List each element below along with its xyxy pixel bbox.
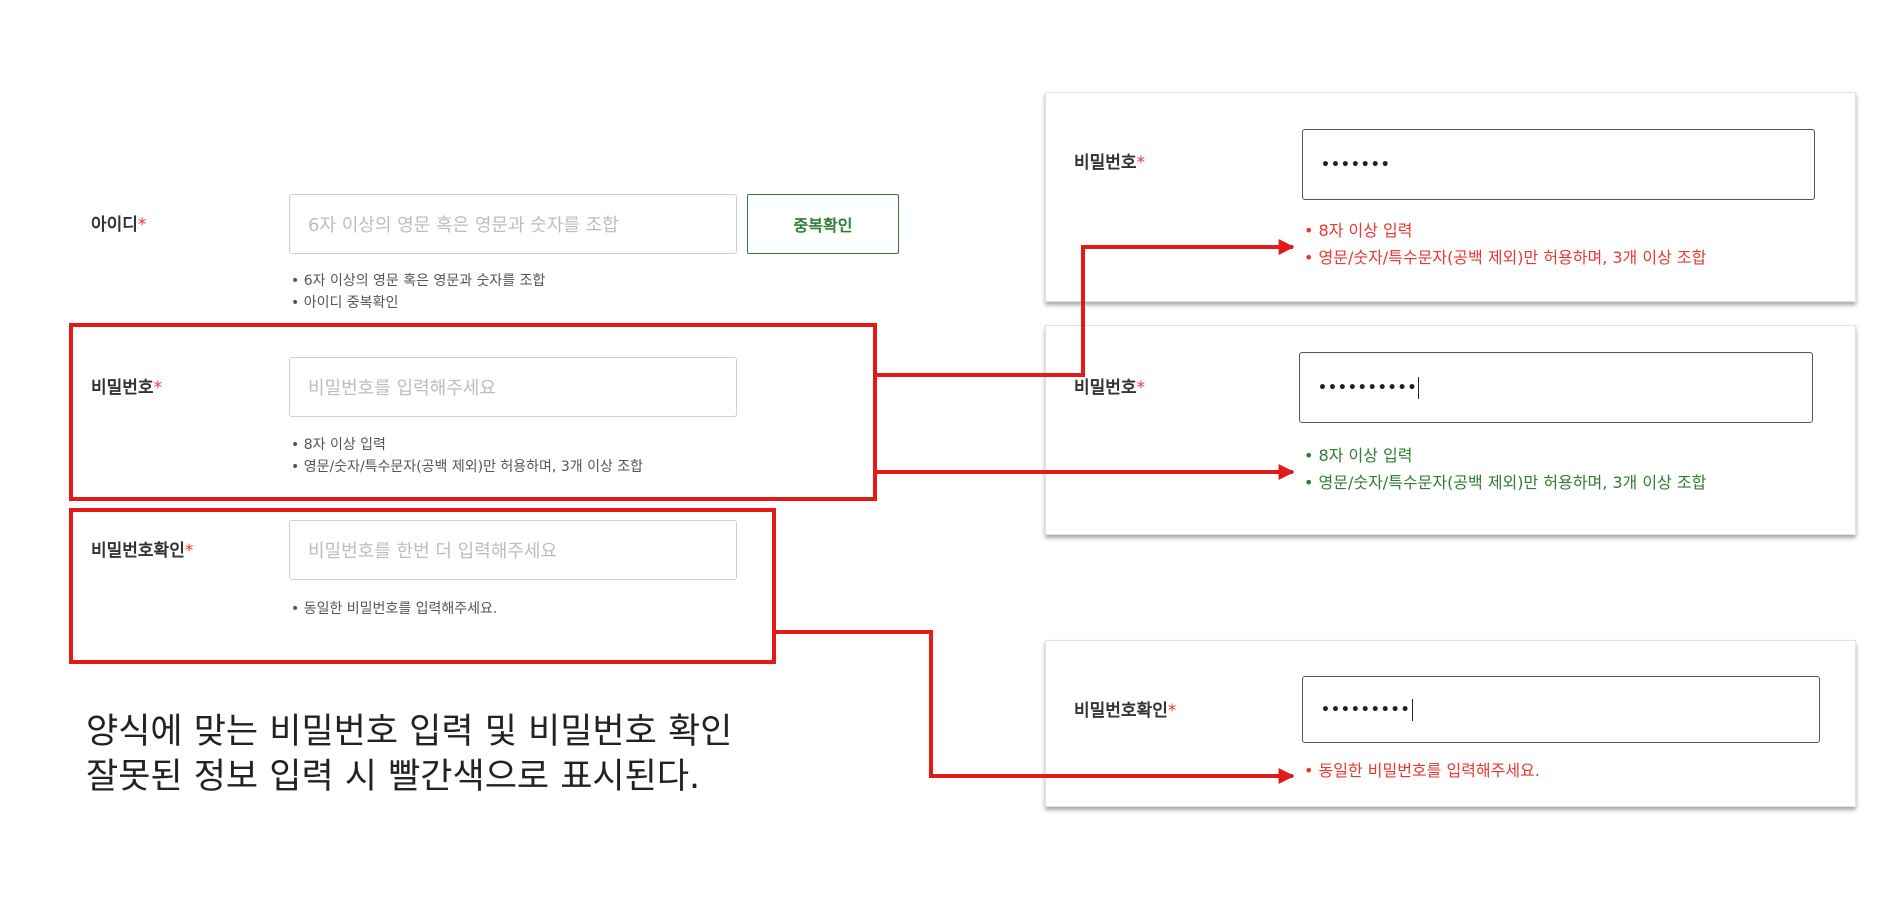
invalid-password-hints: • 8자 이상 입력 • 영문/숫자/특수문자(공백 제외)만 허용하며, 3개… (1304, 217, 1706, 271)
valid-password-label: 비밀번호* (1074, 378, 1146, 398)
password-confirm-input-placeholder: 비밀번호를 한번 더 입력해주세요 (308, 541, 558, 562)
id-hints: • 6자 이상의 영문 혹은 영문과 숫자를 조합 • 아이디 중복확인 (291, 270, 545, 314)
valid-password-hints: • 8자 이상 입력 • 영문/숫자/특수문자(공백 제외)만 허용하며, 3개… (1304, 442, 1706, 496)
invalid-confirm-hint-1: • 동일한 비밀번호를 입력해주세요. (1304, 761, 1540, 780)
password-input[interactable]: 비밀번호를 입력해주세요 (289, 357, 737, 417)
valid-password-panel: 비밀번호* •••••••••• • 8자 이상 입력 • 영문/숫자/특수문자… (1045, 325, 1856, 535)
required-mark: * (153, 378, 163, 398)
required-mark: * (1136, 378, 1146, 398)
password-confirm-highlight-box (69, 508, 776, 664)
id-hint-2: • 아이디 중복확인 (291, 295, 399, 311)
password-input-placeholder: 비밀번호를 입력해주세요 (308, 378, 496, 399)
password-highlight-box (69, 323, 877, 501)
password-hint-1: • 8자 이상 입력 (291, 437, 386, 453)
id-hint-1: • 6자 이상의 영문 혹은 영문과 숫자를 조합 (291, 273, 546, 289)
password-confirm-hint-1: • 동일한 비밀번호를 입력해주세요. (291, 601, 498, 617)
invalid-password-input[interactable]: ••••••• (1302, 129, 1815, 200)
password-label: 비밀번호* (91, 378, 163, 398)
password-confirm-input[interactable]: 비밀번호를 한번 더 입력해주세요 (289, 520, 737, 580)
required-mark: * (1167, 701, 1177, 721)
id-input-placeholder: 6자 이상의 영문 혹은 영문과 숫자를 조합 (308, 215, 619, 236)
password-hint-2: • 영문/숫자/특수문자(공백 제외)만 허용하며, 3개 이상 조합 (291, 459, 644, 475)
id-input[interactable]: 6자 이상의 영문 혹은 영문과 숫자를 조합 (289, 194, 737, 254)
invalid-password-hint-2: • 영문/숫자/특수문자(공백 제외)만 허용하며, 3개 이상 조합 (1304, 248, 1707, 267)
valid-password-hint-2: • 영문/숫자/특수문자(공백 제외)만 허용하며, 3개 이상 조합 (1304, 473, 1707, 492)
required-mark: * (137, 215, 147, 235)
invalid-password-panel: 비밀번호* ••••••• • 8자 이상 입력 • 영문/숫자/특수문자(공백… (1045, 92, 1856, 302)
required-mark: * (184, 541, 194, 561)
invalid-confirm-hints: • 동일한 비밀번호를 입력해주세요. (1304, 757, 1540, 784)
password-confirm-hints: • 동일한 비밀번호를 입력해주세요. (291, 598, 497, 620)
invalid-password-hint-1: • 8자 이상 입력 (1304, 221, 1413, 240)
valid-password-value: •••••••••• (1318, 379, 1418, 396)
required-mark: * (1136, 153, 1146, 173)
password-confirm-label: 비밀번호확인* (91, 541, 194, 561)
caption: 양식에 맞는 비밀번호 입력 및 비밀번호 확인 잘못된 정보 입력 시 빨간색… (86, 710, 732, 800)
id-label: 아이디* (91, 215, 147, 235)
invalid-confirm-panel: 비밀번호확인* ••••••••• • 동일한 비밀번호를 입력해주세요. (1045, 640, 1856, 807)
password-hints: • 8자 이상 입력 • 영문/숫자/특수문자(공백 제외)만 허용하며, 3개… (291, 434, 643, 478)
text-caret (1418, 376, 1420, 399)
invalid-password-label: 비밀번호* (1074, 153, 1146, 173)
valid-password-hint-1: • 8자 이상 입력 (1304, 446, 1413, 465)
invalid-password-value: ••••••• (1321, 156, 1391, 173)
duplicate-check-button[interactable]: 중복확인 (747, 194, 899, 254)
caption-line-2: 잘못된 정보 입력 시 빨간색으로 표시된다. (86, 757, 701, 797)
invalid-confirm-value: ••••••••• (1321, 701, 1411, 718)
text-caret (1411, 698, 1413, 721)
invalid-confirm-input[interactable]: ••••••••• (1302, 676, 1820, 743)
caption-line-1: 양식에 맞는 비밀번호 입력 및 비밀번호 확인 (86, 712, 733, 752)
invalid-confirm-label: 비밀번호확인* (1074, 701, 1177, 721)
valid-password-input[interactable]: •••••••••• (1299, 352, 1813, 423)
